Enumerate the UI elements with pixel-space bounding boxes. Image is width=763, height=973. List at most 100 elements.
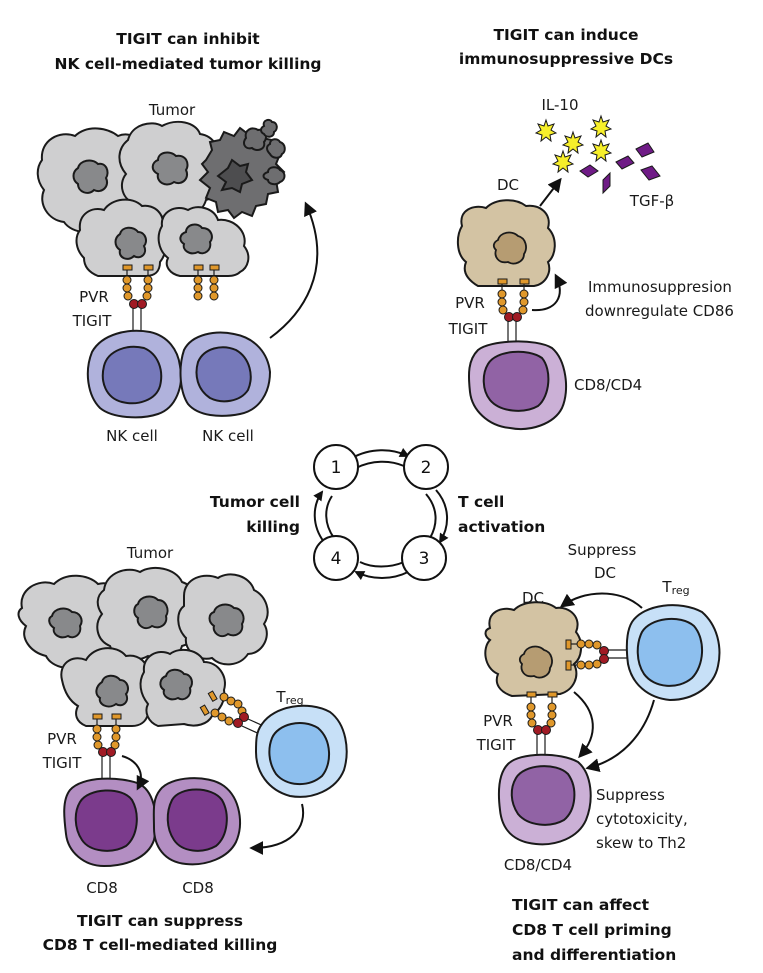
panel-dc-title-line1: TIGIT can induce [493, 26, 638, 44]
tgfb-diamond-icon [579, 164, 599, 178]
pvr-tigit-bound-pair [526, 691, 558, 764]
cycle-step-4: 4 [313, 535, 359, 581]
dying-tumor-nucleus [216, 158, 254, 194]
il10-star-icon [589, 138, 613, 163]
panel-priming-title-line2: CD8 T cell priming [512, 921, 672, 939]
priming-effect-line2: cytotoxicity, [596, 810, 688, 828]
nk-cell [86, 329, 182, 419]
panel-cd8-title-line1: TIGIT can suppress [77, 912, 243, 930]
feedback-arrow [531, 273, 568, 312]
treg-label: Treg [661, 578, 689, 597]
cycle-step-number: 2 [421, 458, 432, 478]
pvr-tigit-bound-pair [497, 278, 530, 350]
priming-effect-line1: Suppress [596, 786, 665, 804]
treg-suppression-arrow [249, 803, 305, 855]
cycle-left-label-line2: killing [246, 518, 300, 536]
panel-cd8-suppression: Tumor PVR TIGIT [17, 544, 348, 954]
tumor-nucleus [72, 159, 109, 194]
tgfb-diamond-icon [635, 142, 655, 158]
pvr-label: PVR [47, 730, 77, 748]
priming-effect-line3: skew to Th2 [596, 834, 686, 852]
nk-cell-label: NK cell [202, 427, 254, 445]
cycle-step-2: 2 [403, 444, 449, 490]
apoptotic-body [266, 138, 286, 159]
tumor-label: Tumor [126, 544, 174, 562]
tigit-label: TIGIT [476, 736, 517, 754]
dc-effect-line1: Immunosuppresion [588, 278, 732, 296]
dendritic-cell [484, 601, 582, 698]
panel-priming-differentiation: Suppress DC DC Treg [476, 541, 721, 964]
dc-label: DC [497, 176, 519, 194]
pvr-label: PVR [455, 294, 485, 312]
tumor-nucleus [179, 223, 213, 255]
tumor-cluster [36, 118, 286, 277]
cd8-label: CD8 [182, 879, 214, 897]
pvr-label: PVR [483, 712, 513, 730]
tgfb-diamond-icon [640, 165, 661, 181]
dc-effect-line2: downregulate CD86 [585, 302, 734, 320]
cycle-right-label-line2: activation [458, 518, 545, 536]
cd8-t-cell [152, 777, 241, 866]
panel-nk-title-line2: NK cell-mediated tumor killing [54, 55, 321, 73]
panel-priming-title-line3: and differentiation [512, 946, 676, 964]
treg-to-tcell-arrow [585, 699, 655, 773]
cd8-t-cell [63, 777, 157, 868]
tigit-label: TIGIT [42, 754, 83, 772]
treg-cell [625, 604, 721, 702]
cd8-cd4-t-cell [498, 753, 592, 846]
tumor-nucleus [151, 151, 189, 186]
tgfb-molecules [579, 142, 661, 195]
pvr-label: PVR [79, 288, 109, 306]
cycle-step-number: 4 [331, 549, 342, 569]
panel-priming-title-line1: TIGIT can affect [512, 896, 650, 914]
secretion-arrow [539, 177, 562, 207]
cycle-step-3: 3 [401, 535, 447, 581]
tigit-bead [137, 299, 147, 309]
pvr-anchor [122, 264, 133, 271]
il10-label: IL-10 [541, 96, 578, 114]
il10-star-icon [589, 114, 613, 139]
tgfb-diamond-icon [615, 155, 635, 170]
apoptotic-body [262, 166, 286, 186]
pvr-tigit-bound-pair [122, 264, 154, 338]
tumor-label: Tumor [148, 101, 196, 119]
dendritic-cell [456, 199, 556, 287]
suppress-dc-arrow [559, 592, 643, 609]
cancer-immunity-cycle: 1 2 3 4 Tumor cell killing T cell activa… [210, 444, 545, 581]
panel-dc-title-line2: immunosuppressive DCs [459, 50, 673, 68]
pvr-anchor [143, 264, 154, 271]
panel-cd8-title-line2: CD8 T cell-mediated killing [43, 936, 278, 954]
suppression-arrow [121, 755, 150, 791]
treg-cell [254, 704, 348, 798]
suppress-dc-line2: DC [594, 564, 616, 582]
cycle-left-label-line1: Tumor cell [210, 493, 300, 511]
tcell-label: CD8/CD4 [574, 376, 642, 394]
cd8-cd4-t-cell [468, 340, 568, 430]
tgfb-diamond-icon [602, 171, 611, 195]
tumor-cluster [17, 566, 269, 728]
cycle-right-label-line1: T cell [458, 493, 504, 511]
il10-star-icon [551, 149, 575, 174]
tgfb-label: TGF-β [629, 192, 674, 210]
pvr-unbound-pair [193, 264, 220, 301]
il10-molecules [534, 114, 613, 174]
pvr-tigit-bound-pair-treg [199, 690, 271, 741]
tigit-label: TIGIT [72, 312, 113, 330]
nk-cell-label: NK cell [106, 427, 158, 445]
panel-nk-title-line1: TIGIT can inhibit [116, 30, 260, 48]
panel-dc-induction: TIGIT can induce immunosuppressive DCs I… [448, 26, 734, 430]
tcell-label: CD8/CD4 [504, 856, 572, 874]
il10-star-icon [561, 130, 585, 155]
cycle-step-number: 3 [419, 549, 430, 569]
treg-label: Treg [275, 688, 303, 707]
dc-to-tcell-arrow [573, 691, 594, 759]
cycle-step-1: 1 [313, 444, 359, 490]
cd8-label: CD8 [86, 879, 118, 897]
apoptotic-body [243, 127, 267, 151]
suppress-dc-line1: Suppress [568, 541, 637, 559]
nk-cell [179, 331, 272, 417]
panel-nk-inhibition: TIGIT can inhibit NK cell-mediated tumor… [36, 30, 322, 445]
cycle-step-number: 1 [331, 458, 342, 478]
apoptotic-body [260, 118, 278, 138]
